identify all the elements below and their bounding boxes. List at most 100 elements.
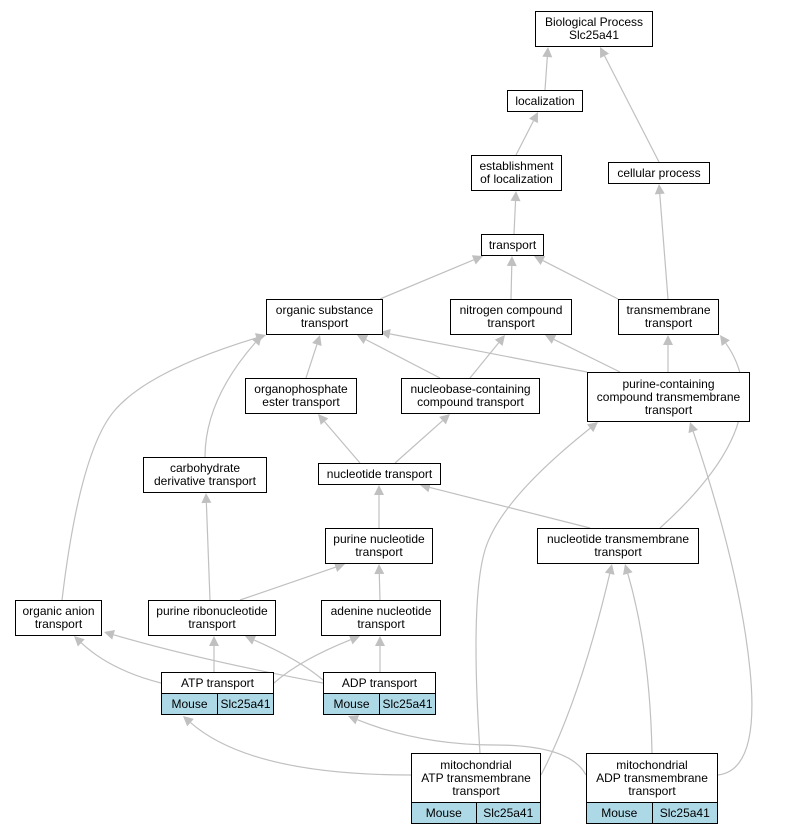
arrowhead-nucbase-to-nitro (494, 335, 505, 346)
edge-carbo-to-orgsub (204, 342, 256, 458)
annotation-row-atp: Mouse Slc25a41 (161, 693, 274, 715)
arrowhead-transmem-to-transport (534, 256, 546, 266)
go-term-nucleotide[interactable]: nucleotide transport (318, 463, 441, 485)
go-term-adp[interactable]: ADP transport (323, 672, 436, 694)
arrowhead-transport-to-estloc (510, 191, 521, 202)
go-term-orgphos[interactable]: organophosphate ester transport (245, 378, 357, 414)
go-term-orgsub[interactable]: organic substance transport (266, 299, 383, 335)
annotation-species: Mouse (171, 697, 208, 711)
go-term-bp[interactable]: Biological Process Slc25a41 (535, 11, 653, 47)
edge-nitro-to-transport (510, 265, 513, 300)
annotation-species: Mouse (425, 806, 462, 820)
arrowhead-mitoadp-to-purinecontaining (688, 422, 698, 434)
arrowhead-purinecontaining-to-nitro (545, 334, 557, 344)
arrowhead-purribo-to-carbo (201, 493, 212, 504)
edge-loc-to-bp (544, 56, 548, 91)
edge-purribo-to-carbo (205, 502, 211, 601)
go-term-estloc[interactable]: establishment of localization (471, 155, 562, 191)
arrowhead-adp-to-purribo (245, 635, 257, 645)
edge-adenine-to-purnuc (378, 573, 381, 601)
edge-nucleotide-to-nucbase (394, 420, 443, 464)
edge-transport-to-estloc (513, 200, 517, 235)
arrowhead-mitoatp-to-nuctm (604, 564, 615, 575)
edge-purribo-to-purnuc (239, 566, 336, 601)
annotation-row-adp: Mouse Slc25a41 (323, 693, 436, 715)
arrowhead-nucleotide-to-nucbase (439, 414, 450, 425)
edge-atp-to-adenine (273, 639, 351, 684)
annotation-gene: Slc25a41 (651, 803, 718, 823)
arrowhead-purinecontaining-to-transmem (663, 335, 673, 345)
go-term-nuctm[interactable]: nucleotide transmembrane transport (537, 528, 699, 564)
arrowhead-atp-to-adenine (348, 635, 360, 645)
go-term-purinecontaining[interactable]: purine-containing compound transmembrane… (587, 372, 750, 422)
go-term-transport[interactable]: transport (481, 234, 544, 256)
edge-nuctm-to-nucleotide (429, 486, 591, 529)
arrowhead-mitoatp-to-purinecontaining (587, 422, 598, 433)
annotation-row-mitoadp: Mouse Slc25a41 (586, 802, 718, 824)
arrowhead-adp-to-adenine (375, 636, 385, 646)
edge-orgphos-to-orgsub (305, 344, 318, 379)
arrowhead-nitro-to-transport (506, 256, 517, 267)
arrowhead-nucbase-to-orgsub (357, 335, 369, 345)
arrowhead-adenine-to-purnuc (374, 564, 385, 575)
go-term-loc[interactable]: localization (507, 90, 583, 112)
edge-transmem-to-cellproc (659, 193, 669, 300)
go-term-organion[interactable]: organic anion transport (15, 600, 102, 636)
edge-orgsub-to-transport (379, 259, 475, 300)
annotation-gene: Slc25a41 (379, 694, 435, 714)
annotation-species: Mouse (601, 806, 638, 820)
arrowhead-mitoatp-to-atp (183, 716, 194, 727)
edge-purinecontaining-to-nitro (553, 338, 621, 373)
annotation-gene: Slc25a41 (217, 694, 273, 714)
arrowhead-nucleotide-to-orgphos (318, 414, 329, 425)
edge-nuctm-to-transmem (659, 342, 744, 529)
edge-estloc-to-loc (515, 120, 534, 156)
go-term-transmem[interactable]: transmembrane transport (618, 299, 719, 335)
arrowhead-orgsub-to-transport (471, 255, 483, 265)
arrowhead-atp-to-purribo (209, 636, 219, 646)
arrowhead-organion-to-orgsub (254, 333, 266, 343)
go-term-carbo[interactable]: carbohydrate derivative transport (143, 457, 267, 493)
edge-adp-to-organion (113, 634, 324, 684)
go-term-purnuc[interactable]: purine nucleotide transport (325, 528, 433, 564)
go-term-purribo[interactable]: purine ribonucleotide transport (148, 600, 276, 636)
go-term-nucbase[interactable]: nucleobase-containing compound transport (401, 378, 540, 414)
arrowhead-estloc-to-loc (528, 112, 538, 124)
annotation-species: Mouse (333, 697, 370, 711)
arrowhead-transmem-to-cellproc (654, 184, 665, 195)
arrowhead-orgphos-to-orgsub (312, 335, 322, 347)
arrowhead-nuctm-to-nucleotide (420, 482, 431, 493)
edge-mitoatp-to-purinecontaining (475, 427, 591, 754)
edge-mitoadp-to-adp (357, 719, 587, 776)
edge-mitoatp-to-atp (190, 722, 412, 776)
edge-mitoatp-to-nuctm (540, 573, 611, 776)
arrowhead-mitoadp-to-nuctm (622, 564, 633, 575)
edge-purinecontaining-to-orgsub (389, 333, 588, 373)
edge-mitoadp-to-purinecontaining (692, 431, 753, 776)
edge-organion-to-orgsub (61, 337, 257, 601)
edge-nucbase-to-nitro (469, 342, 500, 379)
annotation-row-mitoatp: Mouse Slc25a41 (411, 802, 541, 824)
annotation-gene: Slc25a41 (475, 803, 541, 823)
edge-adp-to-purribo (253, 639, 324, 681)
edge-transmem-to-transport (542, 260, 619, 300)
arrowhead-cellproc-to-bp (600, 47, 610, 59)
edge-nucbase-to-orgsub (365, 339, 441, 379)
edge-mitoadp-to-nuctm (627, 573, 653, 754)
arrowhead-purnuc-to-nucleotide (374, 485, 384, 495)
go-term-nitro[interactable]: nitrogen compound transport (450, 299, 572, 335)
go-term-adenine[interactable]: adenine nucleotide transport (321, 600, 441, 636)
edge-atp-to-organion (80, 642, 162, 684)
arrowhead-adp-to-organion (104, 630, 115, 640)
arrowhead-purribo-to-purnuc (333, 562, 345, 572)
go-term-mitoatp[interactable]: mitochondrial ATP transmembrane transpor… (411, 753, 541, 803)
arrowhead-atp-to-organion (74, 636, 85, 647)
edge-cellproc-to-bp (604, 55, 660, 163)
go-term-atp[interactable]: ATP transport (161, 672, 274, 694)
arrowhead-mitoadp-to-adp (348, 715, 360, 725)
arrowhead-loc-to-bp (542, 47, 553, 58)
go-term-cellproc[interactable]: cellular process (608, 162, 710, 184)
go-term-mitoadp[interactable]: mitochondrial ADP transmembrane transpor… (586, 753, 718, 803)
arrowhead-nuctm-to-transmem (720, 335, 730, 347)
